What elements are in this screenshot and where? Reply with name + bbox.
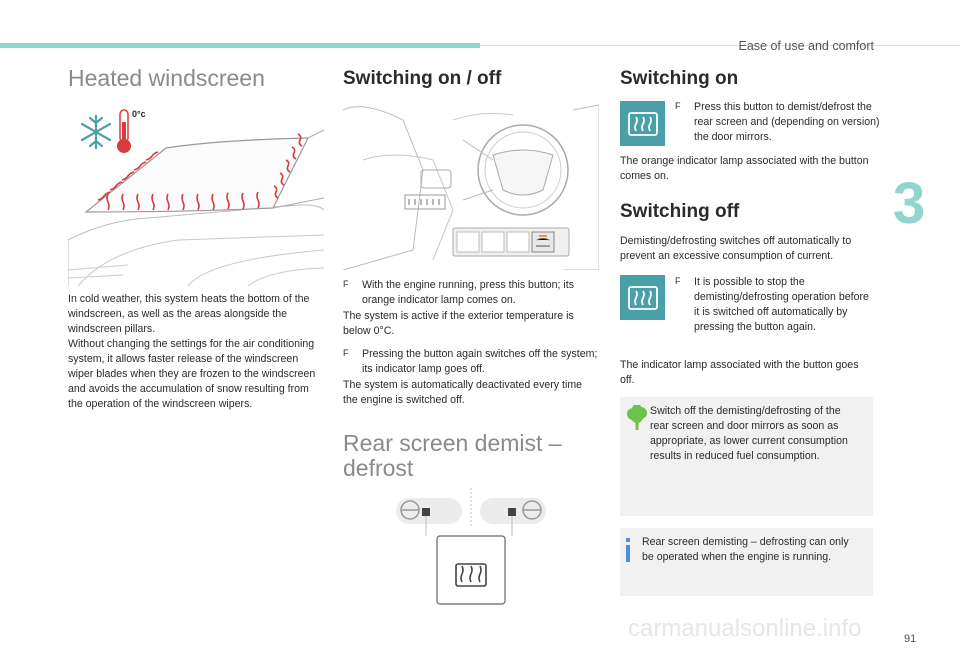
rear-defrost-icon [627, 285, 658, 310]
deactivation-paragraph: The system is automatically deactivated … [343, 379, 583, 407]
rear-defrost-icon [455, 563, 487, 587]
indicator-on-paragraph: The orange indicator lamp associated wit… [620, 155, 869, 183]
heated-windscreen-paragraph: In cold weather, this system heats the b… [68, 292, 326, 412]
switch-off-instruction-text: It is possible to stop the demisting/def… [694, 276, 869, 334]
thermometer-label: 0°c [132, 109, 146, 119]
switch-on-instruction-text: Press this button to demist/defrost the … [694, 101, 880, 144]
rear-defrost-icon [627, 111, 658, 136]
temperature-paragraph: The system is active if the exterior tem… [343, 310, 574, 338]
switch-off-instruction: F It is possible to stop the demisting/d… [675, 275, 870, 335]
switch-on-instruction: F Press this button to demist/defrost th… [675, 100, 880, 145]
bullet-marker: F [343, 279, 349, 289]
switch-on-bullet-text: With the engine running, press this butt… [362, 279, 574, 307]
windscreen-illustration [68, 109, 324, 286]
dashboard-illustration [343, 104, 599, 270]
switch-off-bullet-text: Pressing the button again switches off t… [362, 348, 598, 376]
thermometer-icon [117, 109, 131, 153]
bullet-marker: F [675, 101, 681, 111]
header-accent-bar [0, 43, 480, 48]
switching-on-off-title: Switching on / off [343, 68, 502, 89]
chapter-number: 3 [893, 171, 926, 236]
header-rule [480, 45, 960, 46]
auto-off-paragraph: Demisting/defrosting switches off automa… [620, 235, 852, 263]
switch-on-bullet: F With the engine running, press this bu… [343, 278, 598, 308]
bullet-marker: F [675, 276, 681, 286]
rear-screen-title: Rear screen demist – defrost [343, 430, 562, 481]
info-icon [626, 538, 630, 562]
eco-tree-icon [627, 405, 647, 430]
eco-note-text: Switch off the demisting/defrosting of t… [650, 405, 848, 463]
info-note-box: Rear screen demisting – defrosting can o… [620, 528, 873, 596]
rear-defrost-button-off[interactable] [620, 275, 665, 320]
rear-defrost-button[interactable] [620, 101, 665, 146]
switch-off-bullet: F Pressing the button again switches off… [343, 347, 598, 377]
info-note-text: Rear screen demisting – defrosting can o… [642, 536, 849, 564]
switching-off-title: Switching off [620, 201, 740, 222]
section-title: Ease of use and comfort [738, 39, 875, 53]
heated-windscreen-text-2: Without changing the settings for the ai… [68, 338, 316, 411]
snowflake-icon [80, 114, 112, 150]
rear-defrost-illustration [396, 488, 546, 605]
eco-note-box: Switch off the demisting/defrosting of t… [620, 397, 873, 516]
indicator-off-paragraph: The indicator lamp associated with the b… [620, 359, 859, 387]
page-number: 91 [904, 633, 917, 645]
heated-windscreen-text-1: In cold weather, this system heats the b… [68, 293, 310, 336]
heated-windscreen-title: Heated windscreen [68, 65, 265, 91]
watermark: carmanualsonline.info [628, 615, 862, 642]
switching-on-title: Switching on [620, 68, 739, 89]
bullet-marker: F [343, 348, 349, 358]
